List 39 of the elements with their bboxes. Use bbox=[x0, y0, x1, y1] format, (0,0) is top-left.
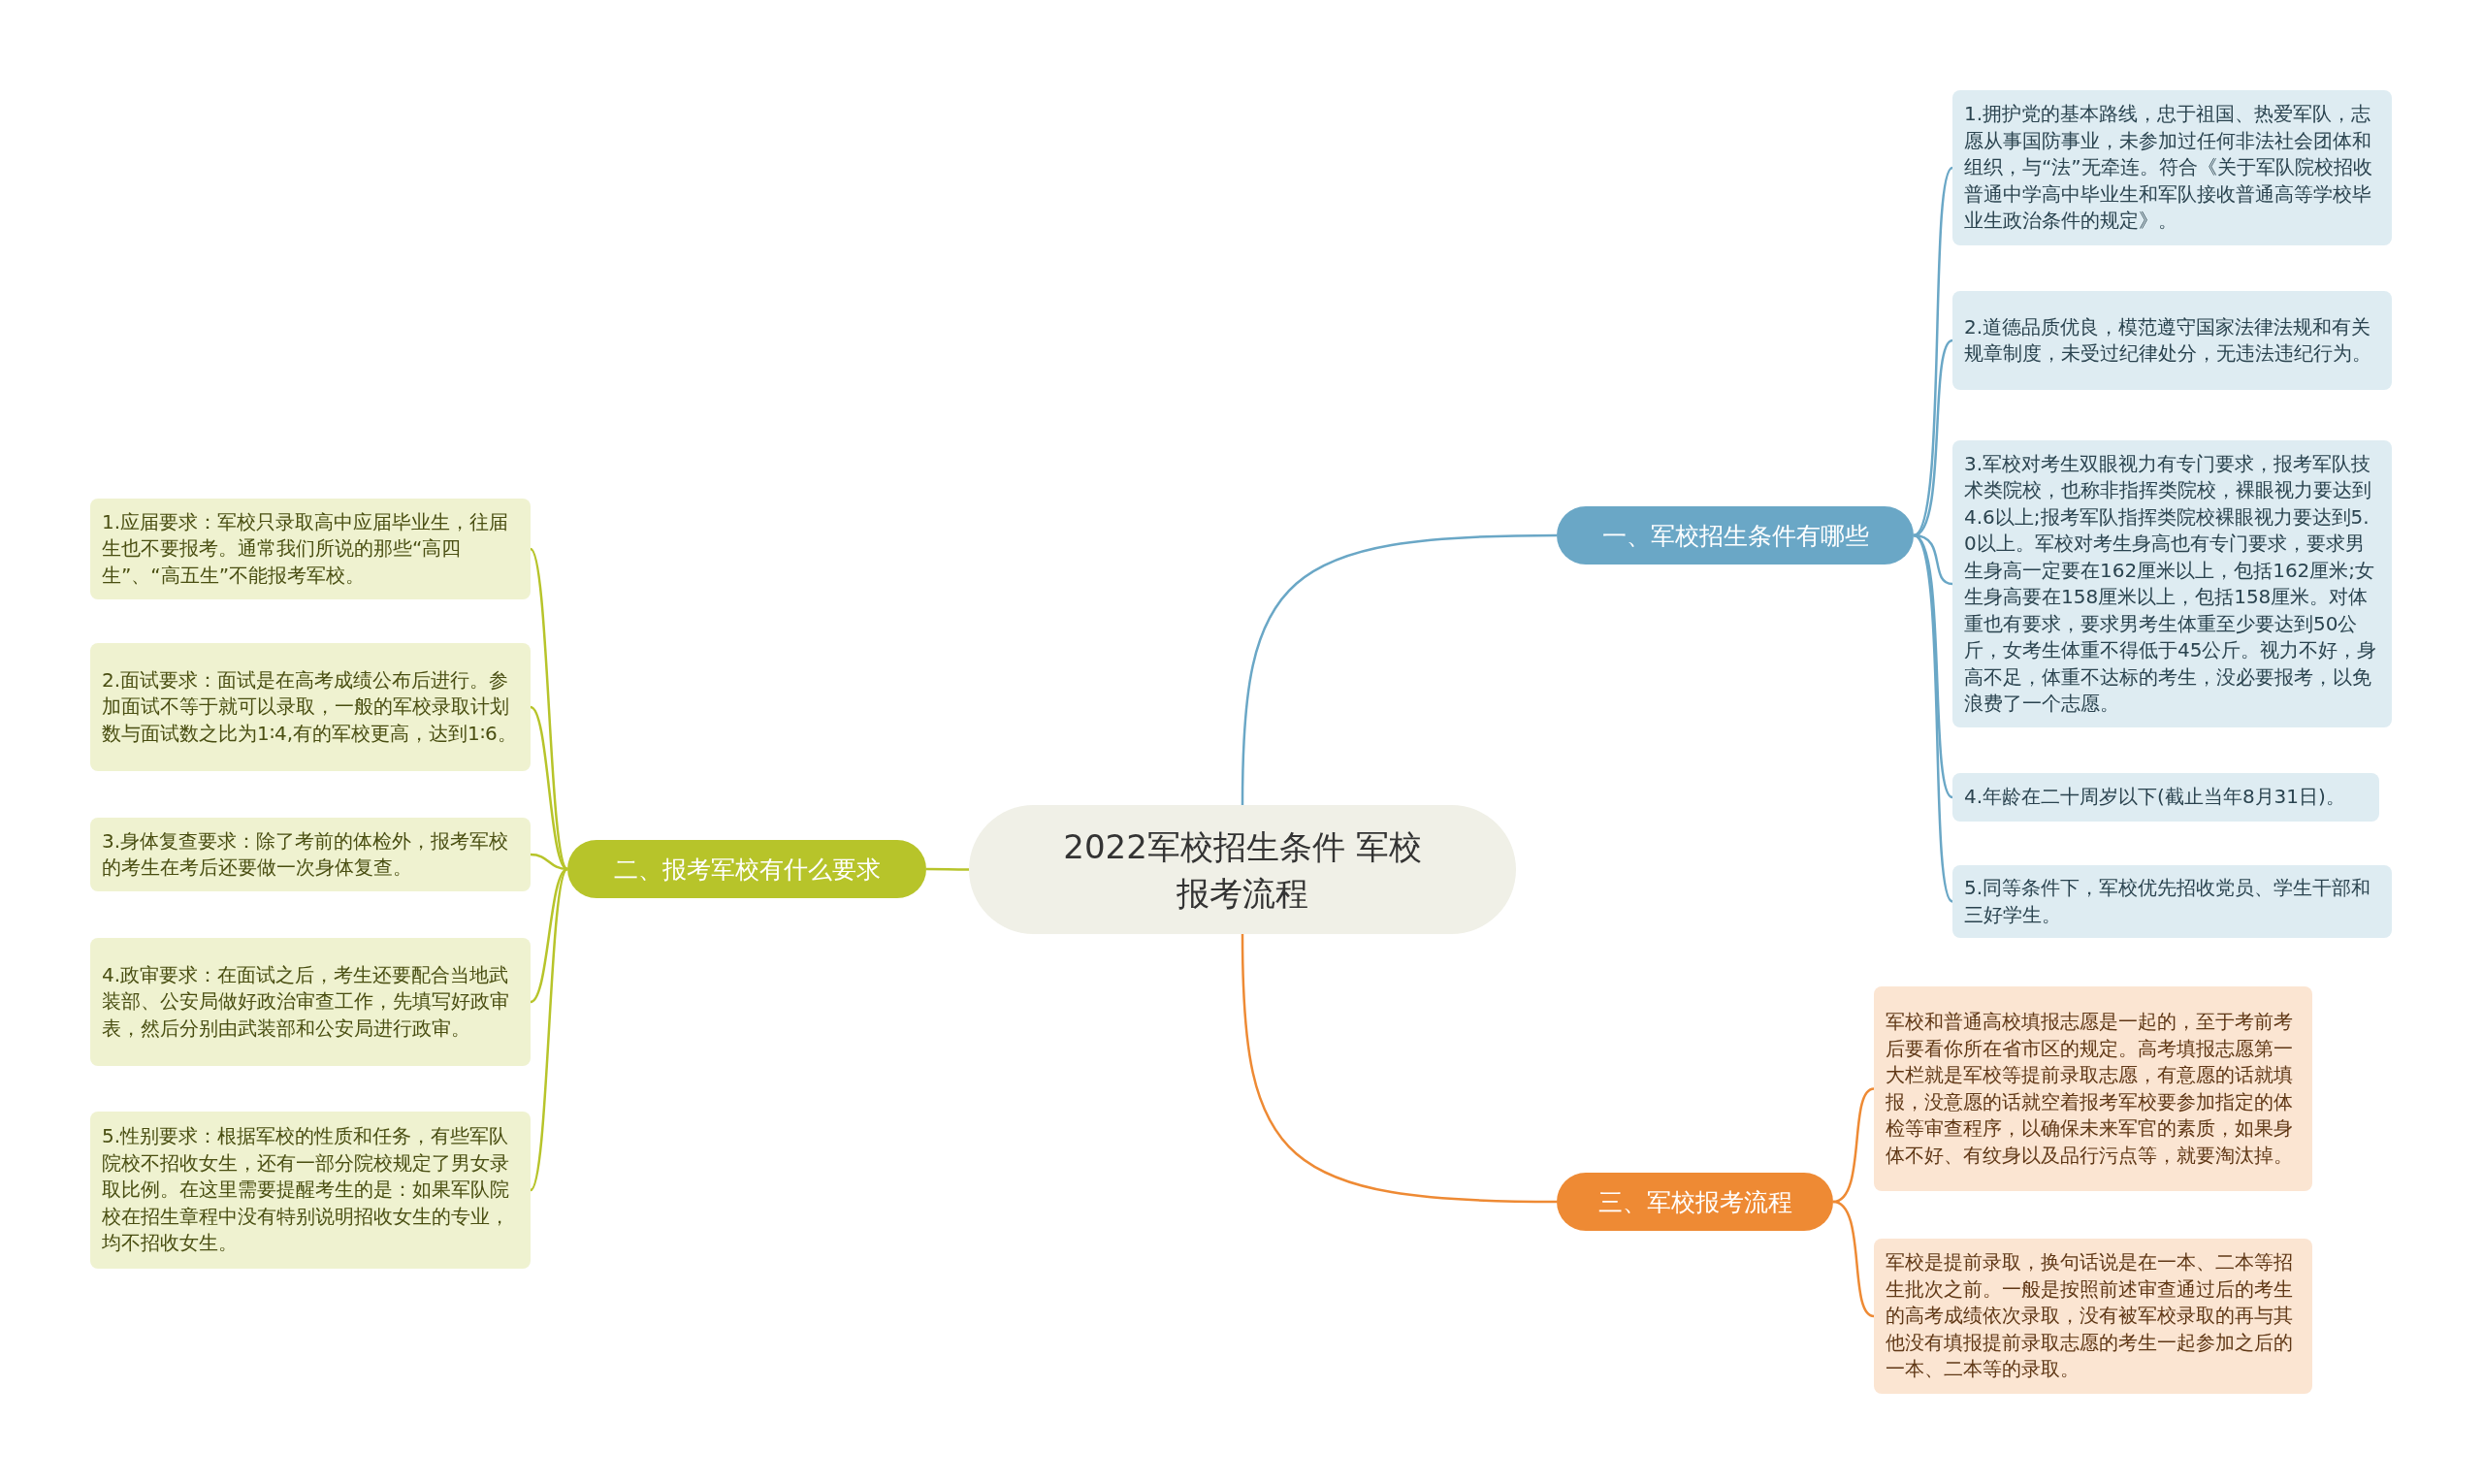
note-text: 2.道德品质优良，模范遵守国家法律法规和有关规章制度，未受过纪律处分，无违法违纪行为。 bbox=[1964, 313, 2372, 367]
branch-topic bbox=[1557, 506, 1914, 565]
branch-topic bbox=[1557, 1173, 1833, 1231]
note-text: 军校是提前录取，换句话说是在一本、二本等招生批次之前。一般是按照前述审查通过后的考生的高考成绩依次录取，没有被军校录取的再与其他没有填报提前录取志愿的考生一起参加之后的一本、二本等的录取。 bbox=[1886, 1249, 2294, 1383]
connector-line bbox=[1832, 1200, 1875, 1318]
note-card bbox=[1874, 986, 2312, 1191]
note-card bbox=[90, 818, 531, 891]
topic-label: 二、报考军校有什么要求 bbox=[613, 854, 881, 886]
note-text: 5.性别要求：根据军校的性质和任务，有些军队院校不招收女生，还有一部分院校规定了男女录取比例。在这里需要提醒考生的是：如果军队院校在招生章程中没有特别说明招收女生的专业，均不招收女生。 bbox=[102, 1123, 510, 1257]
note-card bbox=[1874, 1239, 2312, 1394]
note-card bbox=[90, 938, 531, 1066]
connector-line bbox=[1241, 533, 1557, 806]
branch-topic bbox=[567, 840, 926, 898]
note-text: 军校和普通高校填报志愿是一起的，至于考前考后要看你所在省市区的规定。高考填报志愿第一大栏就是军校等提前录取志愿，有意愿的话就填报，没意愿的话就空着报考军校要参加指定的体检等审查程序，以确保未来军官的素质，如果身体不好、有纹身以及品行污点等，就要淘汰掉。 bbox=[1886, 1009, 2294, 1169]
topic-label: 三、军校报考流程 bbox=[1597, 1186, 1792, 1218]
note-text: 4.政审要求：在面试之后，考生还要配合当地武装部、公安局做好政治审查工作，先填写好政审表，然后分别由武装部和公安局进行政审。 bbox=[102, 961, 510, 1042]
note-card bbox=[90, 1112, 531, 1269]
connector-line bbox=[926, 867, 969, 871]
note-card bbox=[1952, 291, 2392, 390]
note-text: 5.同等条件下，军校优先招收党员、学生干部和三好学生。 bbox=[1964, 875, 2372, 928]
note-text: 3.身体复查要求：除了考前的体检外，报考军校的考生在考后还要做一次身体复查。 bbox=[102, 827, 510, 881]
note-card bbox=[1952, 90, 2392, 245]
note-text: 4.年龄在二十周岁以下(截止当年8月31日)。 bbox=[1964, 784, 2345, 811]
note-card bbox=[90, 643, 531, 771]
note-card bbox=[90, 499, 531, 599]
topic-label: 2022军校招生条件 军校报考流程 bbox=[1062, 825, 1423, 915]
note-text: 3.军校对考生双眼视力有专门要求，报考军队技术类院校，也称非指挥类院校，裸眼视力要达到4.6以上;报考军队指挥类院校裸眼视力要达到5.0以上。军校对考生身高也有专门要求，要求男生身高一定要在162厘米以上，包括162厘米;女生身高要在158厘米以上，包括158厘米。对体重也有要求，要求男考生体重至少要达到50公斤，女考生体重不得低于45公斤。视力不好，身高不足，体重不达标的考生，没必要报考，以免浪费了一个志愿。 bbox=[1964, 450, 2378, 717]
note-text: 2.面试要求：面试是在高考成绩公布后进行。参加面试不等于就可以录取，一般的军校录取计划数与面试数之比为1∶4,有的军校更高，达到1∶6。 bbox=[102, 666, 518, 747]
note-text: 1.拥护党的基本路线，忠于祖国、热爱军队，志愿从事国防事业，未参加过任何非法社会团体和组织，与“法”无牵连。符合《关于军队院校招收普通中学高中毕业生和军队接收普通高等学校毕业生政治条件的规定》。 bbox=[1964, 101, 2373, 235]
connector-line bbox=[529, 548, 569, 870]
note-text: 1.应届要求：军校只录取高中应届毕业生，往届生也不要报考。通常我们所说的那些“高四生”、“高五生”不能报考军校。 bbox=[102, 508, 510, 589]
note-card bbox=[1952, 865, 2392, 938]
connector-line bbox=[529, 868, 569, 1191]
topic-label: 一、军校招生条件有哪些 bbox=[1601, 520, 1869, 552]
connector-line bbox=[1832, 1087, 1875, 1204]
connector-line bbox=[1241, 933, 1557, 1204]
note-card bbox=[1952, 773, 2379, 822]
connector-line bbox=[1913, 534, 1953, 903]
connector-line bbox=[1913, 339, 1953, 537]
